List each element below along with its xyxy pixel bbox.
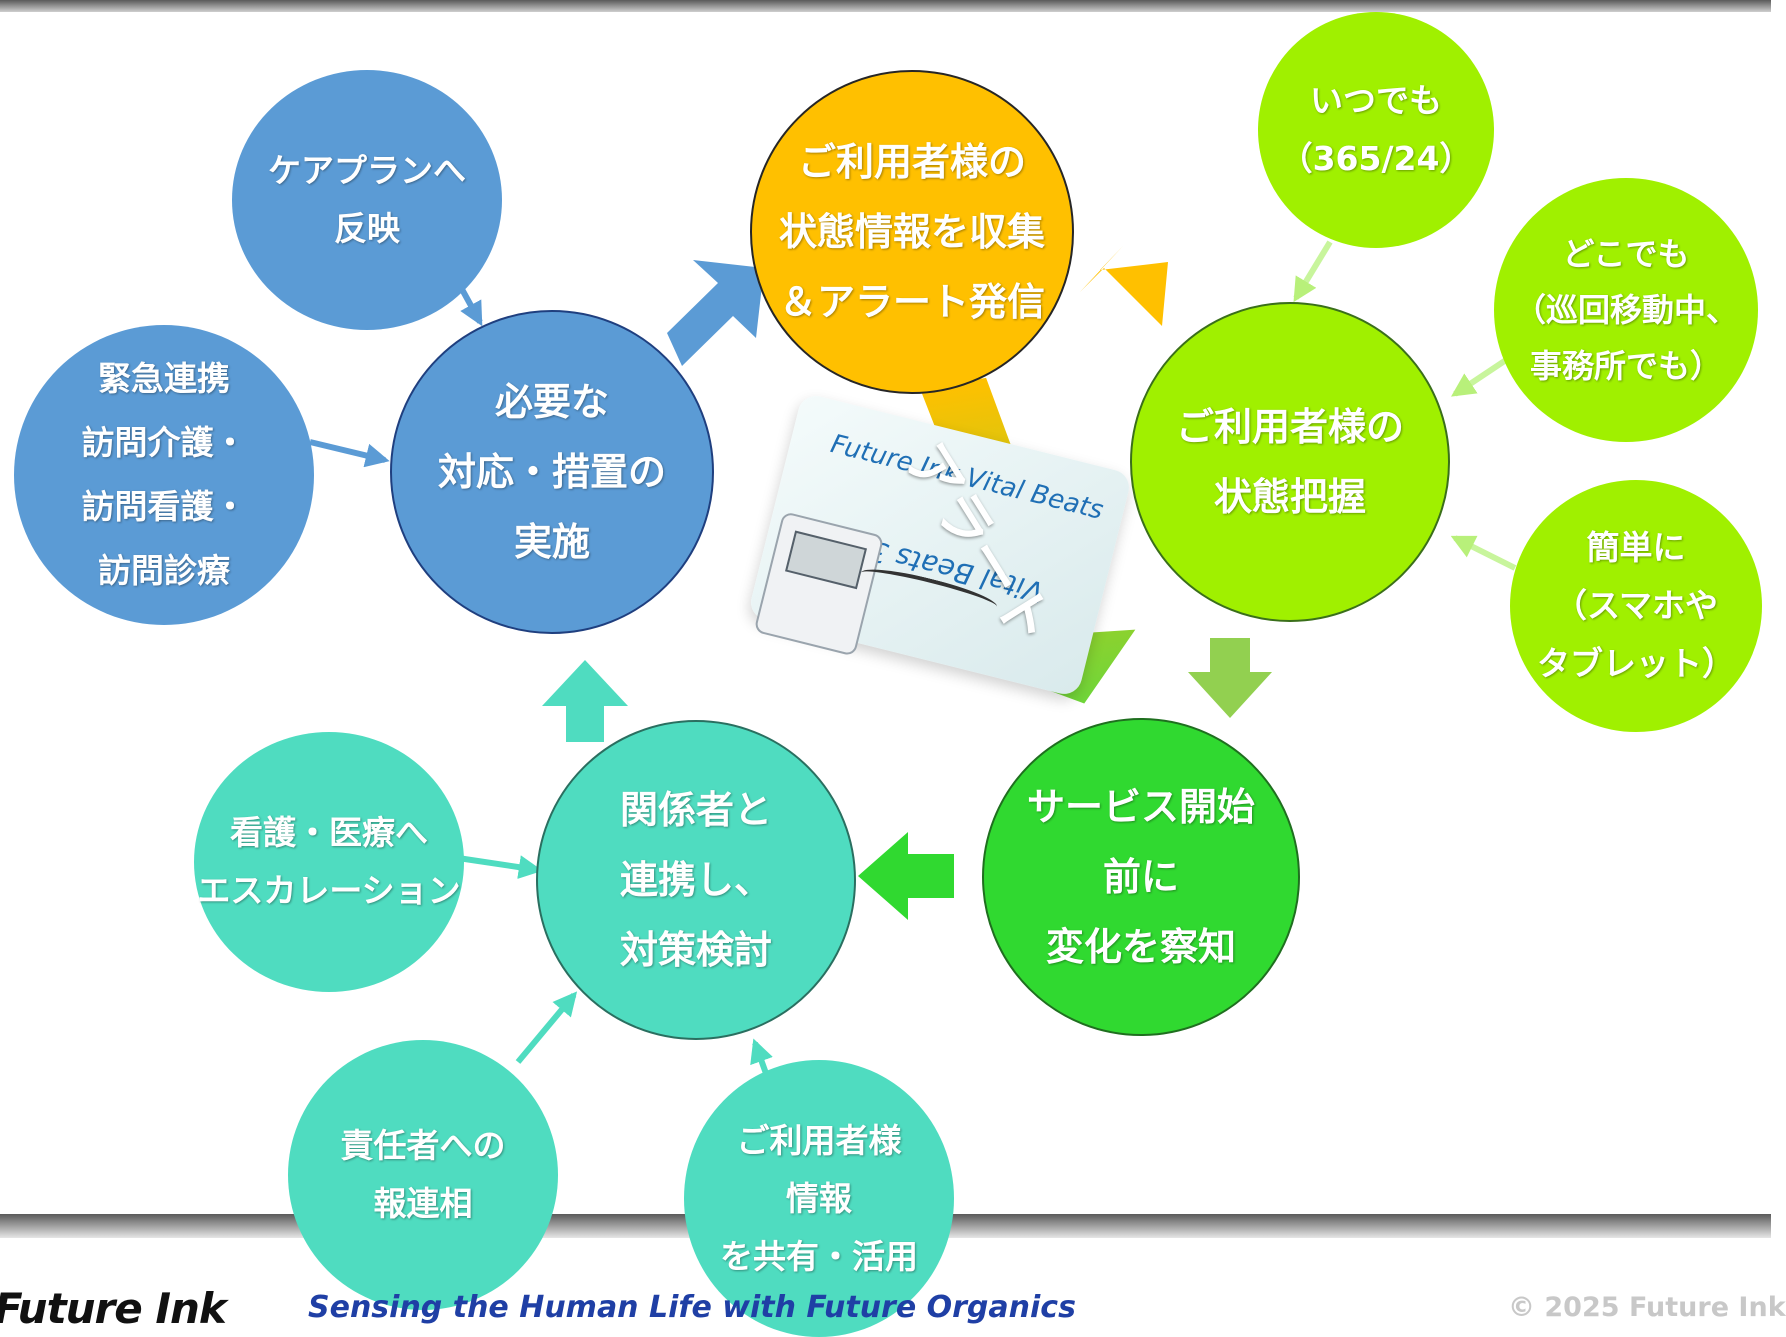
circle-grasp: ご利用者様の 状態把握 (1130, 302, 1450, 622)
arrow-action-to-center (667, 260, 764, 366)
circle-report: 責任者への 報連相 (288, 1040, 558, 1310)
circle-detect: サービス開始 前に 変化を察知 (982, 718, 1300, 1036)
arrow-anytime-grasp (1293, 240, 1333, 303)
circle-action: 必要な 対応・措置の 実施 (390, 310, 714, 634)
device-monitor-box (753, 511, 885, 657)
circle-anytime: いつでも （365/24） (1258, 12, 1494, 248)
arrow-easy-grasp (1450, 535, 1517, 571)
circle-coordinate: 関係者と 連携し、 対策検討 (536, 720, 856, 1040)
top-bar (0, 0, 1771, 12)
footer-copyright: © 2025 Future Ink (1508, 1292, 1786, 1323)
device-screen (785, 530, 867, 590)
arrow-detect-to-coordinate (858, 832, 954, 920)
footer-tagline: Sensing the Human Life with Future Organ… (308, 1290, 1076, 1325)
arrow-center-to-grasp (1080, 246, 1168, 326)
circle-center-top: ご利用者様の 状態情報を収集 ＆アラート発信 (750, 70, 1074, 394)
arrow-coordinate-to-action (542, 660, 628, 742)
arrow-grasp-to-detect (1188, 638, 1272, 718)
circle-easy: 簡単に （スマホや タブレット） (1510, 480, 1762, 732)
arrow-escalation-coordinate (457, 855, 543, 880)
arrow-report-coordinate (515, 991, 578, 1064)
footer-logo: Future Ink (0, 1284, 227, 1333)
arrow-emergency-action (309, 439, 390, 468)
circle-anywhere: どこでも （巡回移動中、 事務所でも） (1494, 178, 1758, 442)
circle-emergency: 緊急連携 訪問介護・ 訪問看護・ 訪問診療 (14, 325, 314, 625)
circle-share: ご利用者様 情報 を共有・活用 (684, 1060, 954, 1337)
circle-careplan: ケアプランへ 反映 (232, 70, 502, 330)
circle-escalation: 看護・医療へ エスカレーション (194, 732, 464, 992)
